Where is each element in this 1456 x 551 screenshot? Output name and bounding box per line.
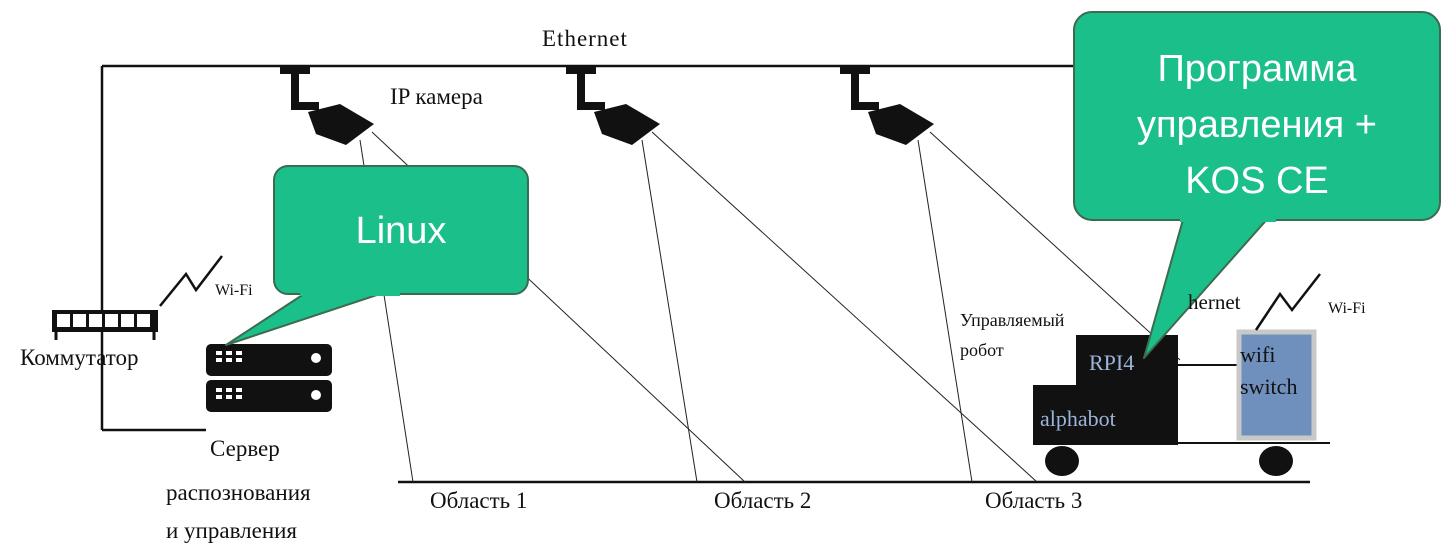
rpi-label: RPI4 <box>1089 350 1135 375</box>
wifi-signal-icon <box>159 255 223 307</box>
network-switch-icon <box>52 310 158 340</box>
robot-label-line2: робот <box>960 340 1004 360</box>
area-label: Область 3 <box>985 488 1083 513</box>
camera-icon <box>280 66 374 145</box>
ethernet-label-partial: hernet <box>1188 290 1241 314</box>
robot-wifi-label: Wi-Fi <box>1328 300 1366 317</box>
wifi-switch-label-line1: wifi <box>1240 342 1276 367</box>
switch-label: Коммутатор <box>20 345 139 370</box>
callout-program <box>1073 11 1441 359</box>
alphabot-label: alphabot <box>1040 406 1116 431</box>
server-label-line2: распознования <box>166 480 311 505</box>
robot-label-line1: Управляемый <box>960 310 1065 330</box>
ethernet-label: Ethernet <box>542 26 628 51</box>
server-icon <box>206 344 332 412</box>
server-label-line1: Сервер <box>210 436 280 461</box>
wifi-switch-device <box>1236 329 1317 476</box>
camera-icon <box>566 66 660 145</box>
callout-program-line3: KOS CE <box>1185 160 1329 202</box>
callout-program-line1: Программа <box>1157 48 1357 90</box>
wifi-switch-label-line2: switch <box>1240 374 1298 399</box>
callout-linux <box>225 165 529 346</box>
switch-wifi-label: Wi-Fi <box>215 282 253 299</box>
server-label-line3: и управления <box>166 518 298 543</box>
camera-label: IP камера <box>390 84 483 109</box>
camera-icon <box>840 66 934 145</box>
robot-icon <box>1033 335 1178 476</box>
area-label: Область 1 <box>430 488 528 513</box>
area-label: Область 2 <box>714 488 812 513</box>
wifi-signal-icon <box>1254 273 1321 331</box>
callout-linux-text: Linux <box>355 210 447 252</box>
callout-program-line2: управления + <box>1136 104 1377 146</box>
